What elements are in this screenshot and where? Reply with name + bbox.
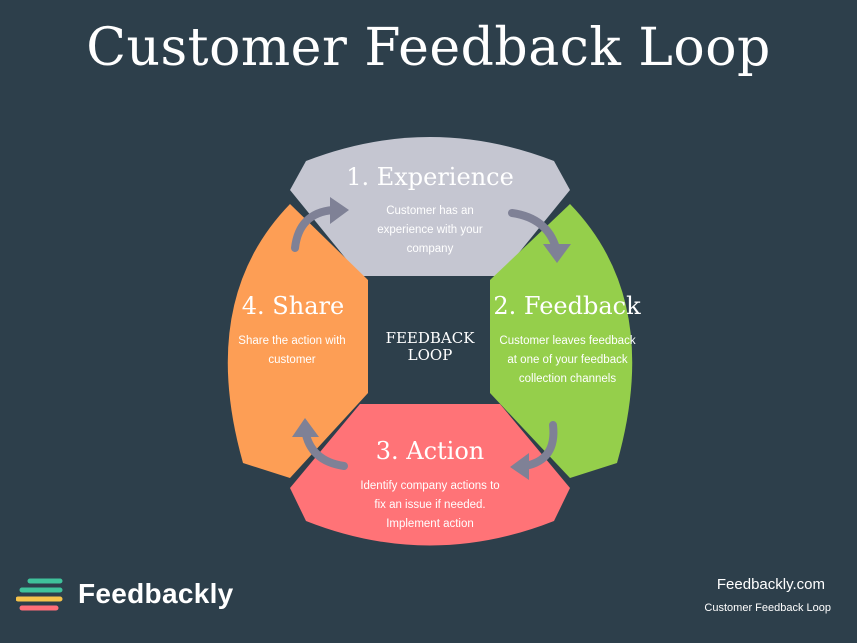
segment-share-description: Share the action with customer (238, 335, 346, 366)
arrowhead-action-to-share (292, 418, 319, 437)
page-title: Customer Feedback Loop (86, 18, 771, 78)
arrow-feedback-to-action (521, 421, 558, 470)
feedbackly-logo-icon (16, 578, 63, 611)
segment-action-description: Identify company actions to fix an issue… (360, 480, 500, 530)
site-subtitle: Customer Feedback Loop (704, 602, 831, 614)
arrowhead-share-to-experience (330, 197, 349, 224)
arrow-experience-to-feedback (508, 209, 560, 252)
center-label: FEEDBACK LOOP (385, 329, 475, 364)
segment-action-title: 3. Action (375, 437, 485, 465)
segment-experience-title: 1. Experience (346, 163, 514, 191)
segment-feedback (490, 204, 633, 478)
segment-share-title: 4. Share (241, 292, 345, 320)
segment-feedback-description: Customer leaves feedback at one of your … (499, 335, 636, 385)
brand-name: Feedbackly (78, 578, 234, 609)
segment-experience-description: Customer has an experience with your com… (377, 205, 483, 255)
site-url: Feedbackly.com (716, 576, 825, 593)
segment-action (290, 404, 570, 546)
arrowhead-feedback-to-action (510, 453, 529, 480)
arrow-share-to-experience (291, 206, 337, 252)
segment-feedback-title: 2. Feedback (493, 292, 641, 320)
segment-share (227, 204, 368, 478)
segment-experience (290, 137, 570, 276)
arrowhead-experience-to-feedback (543, 244, 571, 263)
